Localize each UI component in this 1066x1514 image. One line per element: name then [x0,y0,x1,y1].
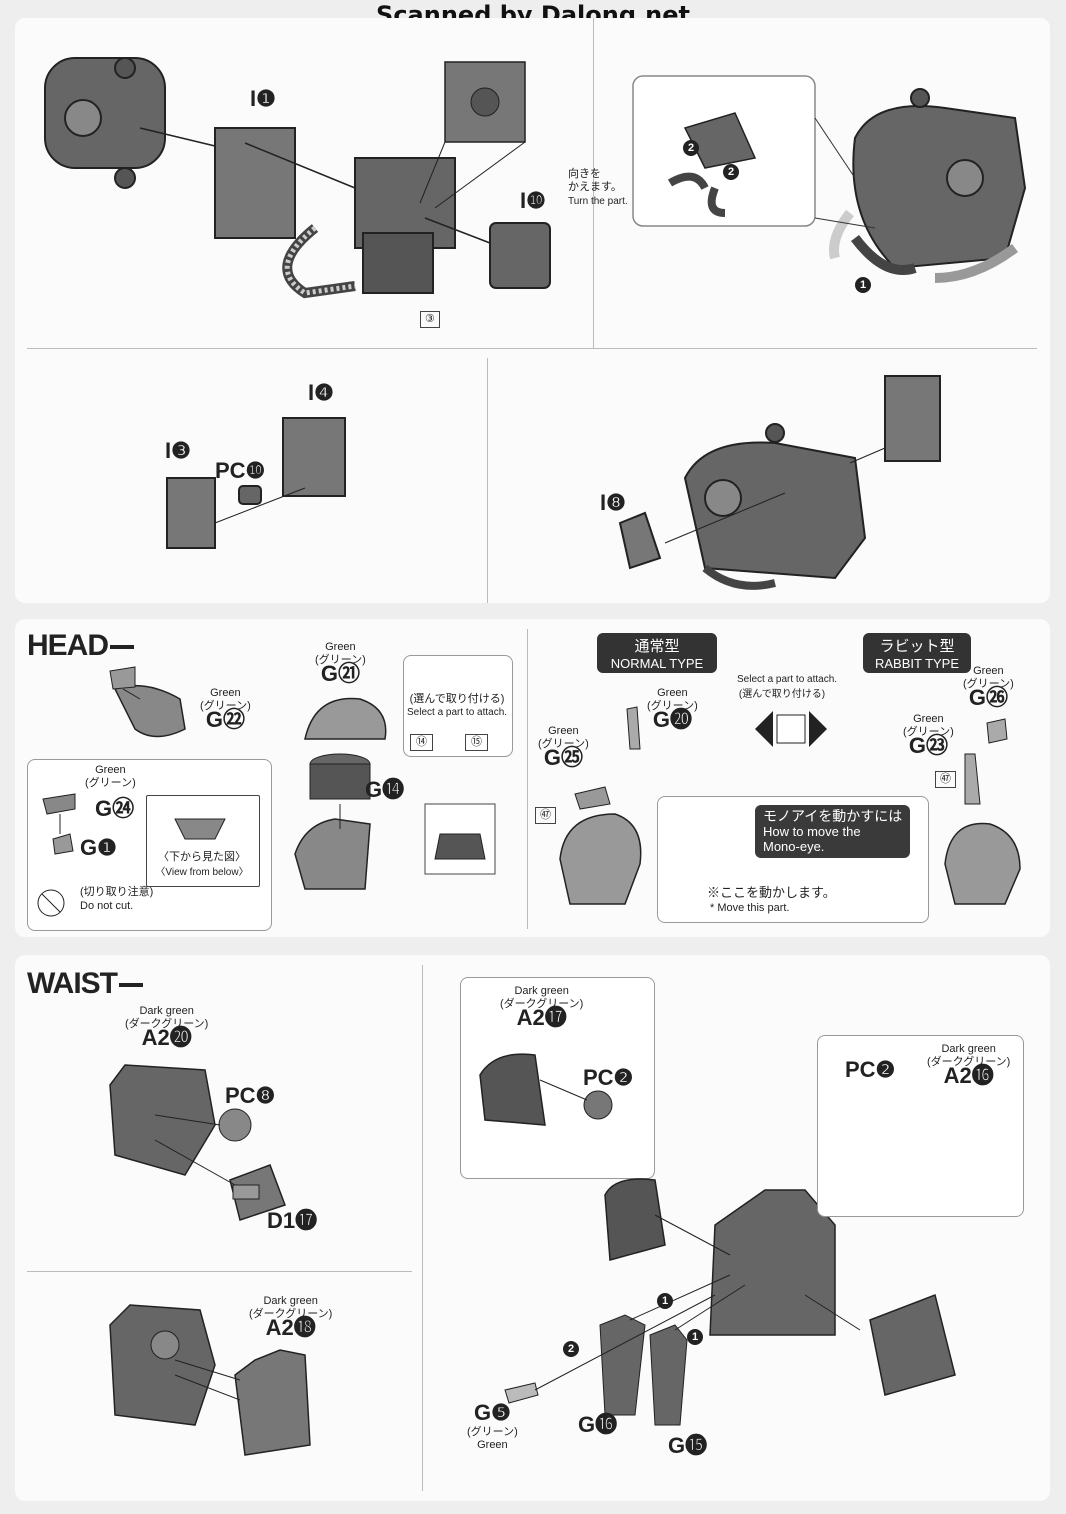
a216-label: Dark green(ダークグリーン)A2⓰ [927,1043,1011,1088]
shoulder-bracket-illustration [166,417,346,549]
pc2a-id: PC❷ [583,1065,634,1090]
g14-id: G⓮ [365,777,405,802]
arm-assembly-panel: I❶ I❿ 向きを かえます。 Turn the part. ③ 1 2 2 I… [15,18,1050,603]
select-part-en: Select a part to attach. [407,707,508,718]
waist-front-illustration [109,1064,286,1221]
section-title-head: HEAD [27,629,135,663]
select-arrows-illustration [755,711,827,747]
part-label-i4: I❹ [308,380,334,405]
step-number-2a: 2 [683,138,699,156]
antenna-part-illustration [37,793,76,917]
waist-step-2: 2 [563,1339,579,1357]
g20-label: Green(グリーン)G⓴ [647,687,698,732]
pc2b-id: PC❷ [845,1057,896,1082]
g24-label: Green(グリーン) [85,764,136,789]
head-panel: HEAD Green(グリーン)G㉒ Green(グリーン) G㉔ G❶ (切り… [15,619,1050,937]
monoeye-callout: モノアイを動かすには How to move the Mono-eye. [755,805,911,858]
do-not-cut-en: Do not cut. [80,900,134,912]
section-title-waist: WAIST [27,967,143,1001]
waist-step-1b: 1 [687,1327,703,1345]
shoulder-block-illustration [44,57,551,299]
divider [593,18,594,348]
a216-detail-box [817,1035,1024,1217]
divider [27,1271,412,1272]
waist-side-illustration [109,1304,311,1456]
pc8-id: PC❽ [225,1083,276,1108]
a218-label: Dark green(ダークグリーン)A2⓲ [249,1295,333,1340]
step-number-2b: 2 [723,162,739,180]
divider [487,358,488,603]
d117-id: D1⓱ [267,1208,318,1233]
g1-id: G❶ [80,835,117,860]
g15-id: G⓯ [668,1433,708,1458]
tag-47a: ㊼ [535,807,556,824]
option-15: ⑮ [465,734,488,751]
head-cover-illustration [109,666,186,738]
select-part-box [403,655,513,757]
tag-47b: ㊼ [935,771,956,788]
g23-label: Green(グリーン)G㉓ [903,713,954,758]
g16-id: G⓰ [578,1412,618,1437]
divider [527,629,528,929]
waist-step-1a: 1 [657,1291,673,1309]
divider [27,348,1037,349]
waist-panel: WAIST Dark green(ダークグリーン)A2⓴ PC❽ D1⓱ Dar… [15,955,1050,1501]
a217-label: Dark green(ダークグリーン)A2⓱ [500,985,584,1030]
part-label-pc10: PC❿ [215,458,266,483]
g22-label: Green(グリーン)G㉒ [200,687,251,732]
part-label-i8: I❽ [600,490,626,515]
divider [422,965,423,1491]
view-below-jp: 〈下から見た図〉 [158,851,246,863]
select2-jp: (選んで取り付ける) [738,689,826,700]
arm-hose-illustration [632,75,1027,283]
head-dome-illustration [294,697,496,890]
turn-note-en: Turn the part. [568,196,628,207]
part-label-i10: I❿ [520,188,546,213]
g21-label: Green(グリーン)G㉑ [315,641,366,686]
shoulder-assembled-illustration [618,375,941,590]
g5-label: G❺ (グリーン) Green [467,1400,518,1451]
do-not-cut-jp: (切り取り注意) [80,886,154,898]
a220-label: Dark green(ダークグリーン)A2⓴ [125,1005,209,1050]
turn-note-jp: 向きを かえます。 [568,168,622,193]
move-note-jp: ※ここを動かします。 [707,885,836,900]
part-label-i3: I❸ [165,438,191,463]
move-note-en: * Move this part. [710,902,790,914]
step-number-1: 1 [855,275,871,293]
select-part-jp: (選んで取り付ける) [409,693,505,705]
g24-id: G㉔ [95,796,135,821]
select2-en: Select a part to attach. [737,674,838,685]
part-label-i1: I❶ [250,86,276,111]
skirt-armor-illustration [479,1053,996,1426]
tag-3: ③ [420,311,440,328]
view-below-box [146,795,260,887]
g26-label: Green(グリーン)G㉖ [963,665,1014,710]
g25-label: Green(グリーン)G㉕ [538,725,589,770]
view-below-en: 〈View from below〉 [155,867,249,878]
option-14: ⑭ [410,734,433,751]
view-below-illustration [174,818,226,840]
